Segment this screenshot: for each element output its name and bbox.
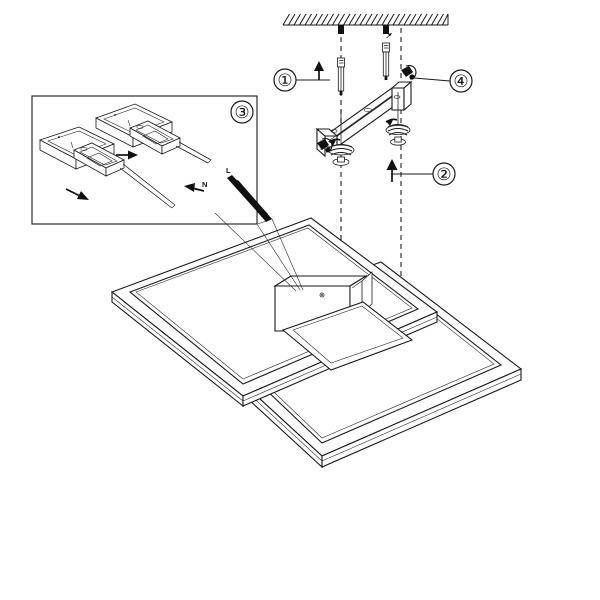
callout-2-label: ② bbox=[436, 165, 451, 184]
callout-1-label: ① bbox=[277, 71, 292, 90]
callout-4-label: ④ bbox=[453, 72, 468, 91]
expansion-anchor-right bbox=[382, 25, 392, 80]
callout-2[interactable]: ② bbox=[386, 159, 456, 186]
bracket-locking-nut bbox=[401, 65, 417, 80]
wire-insert-arrow bbox=[184, 183, 205, 192]
ceiling-surface bbox=[282, 13, 449, 26]
callout-3-label: ③ bbox=[234, 103, 249, 122]
connector-push-arrow-lower bbox=[65, 188, 89, 200]
wire-connector-detail: N L ③ bbox=[31, 95, 273, 225]
bracket-left-clamp bbox=[317, 138, 333, 153]
callout-2-arrow-up bbox=[386, 159, 398, 182]
detail-leader-lines bbox=[214, 212, 304, 292]
spring-screw-assembly-right bbox=[385, 92, 411, 146]
ceiling-hatching bbox=[282, 13, 449, 26]
connector-push-arrow-upper bbox=[116, 150, 138, 160]
callout-1[interactable]: ① bbox=[273, 61, 330, 92]
connector-plug-left bbox=[73, 142, 176, 209]
connector-plug-right bbox=[129, 120, 212, 164]
center-panel-tile bbox=[281, 301, 414, 371]
callout-3[interactable]: ③ bbox=[230, 100, 254, 124]
callout-1-arrow-up bbox=[314, 61, 324, 80]
wire-leads-nl: N L bbox=[202, 166, 273, 225]
callout-4[interactable]: ④ bbox=[413, 69, 473, 93]
wire-label-n: N bbox=[202, 180, 207, 189]
wire-label-l: L bbox=[226, 166, 231, 175]
expansion-anchor-left bbox=[337, 25, 345, 95]
spring-screw-assembly-left bbox=[327, 110, 355, 166]
